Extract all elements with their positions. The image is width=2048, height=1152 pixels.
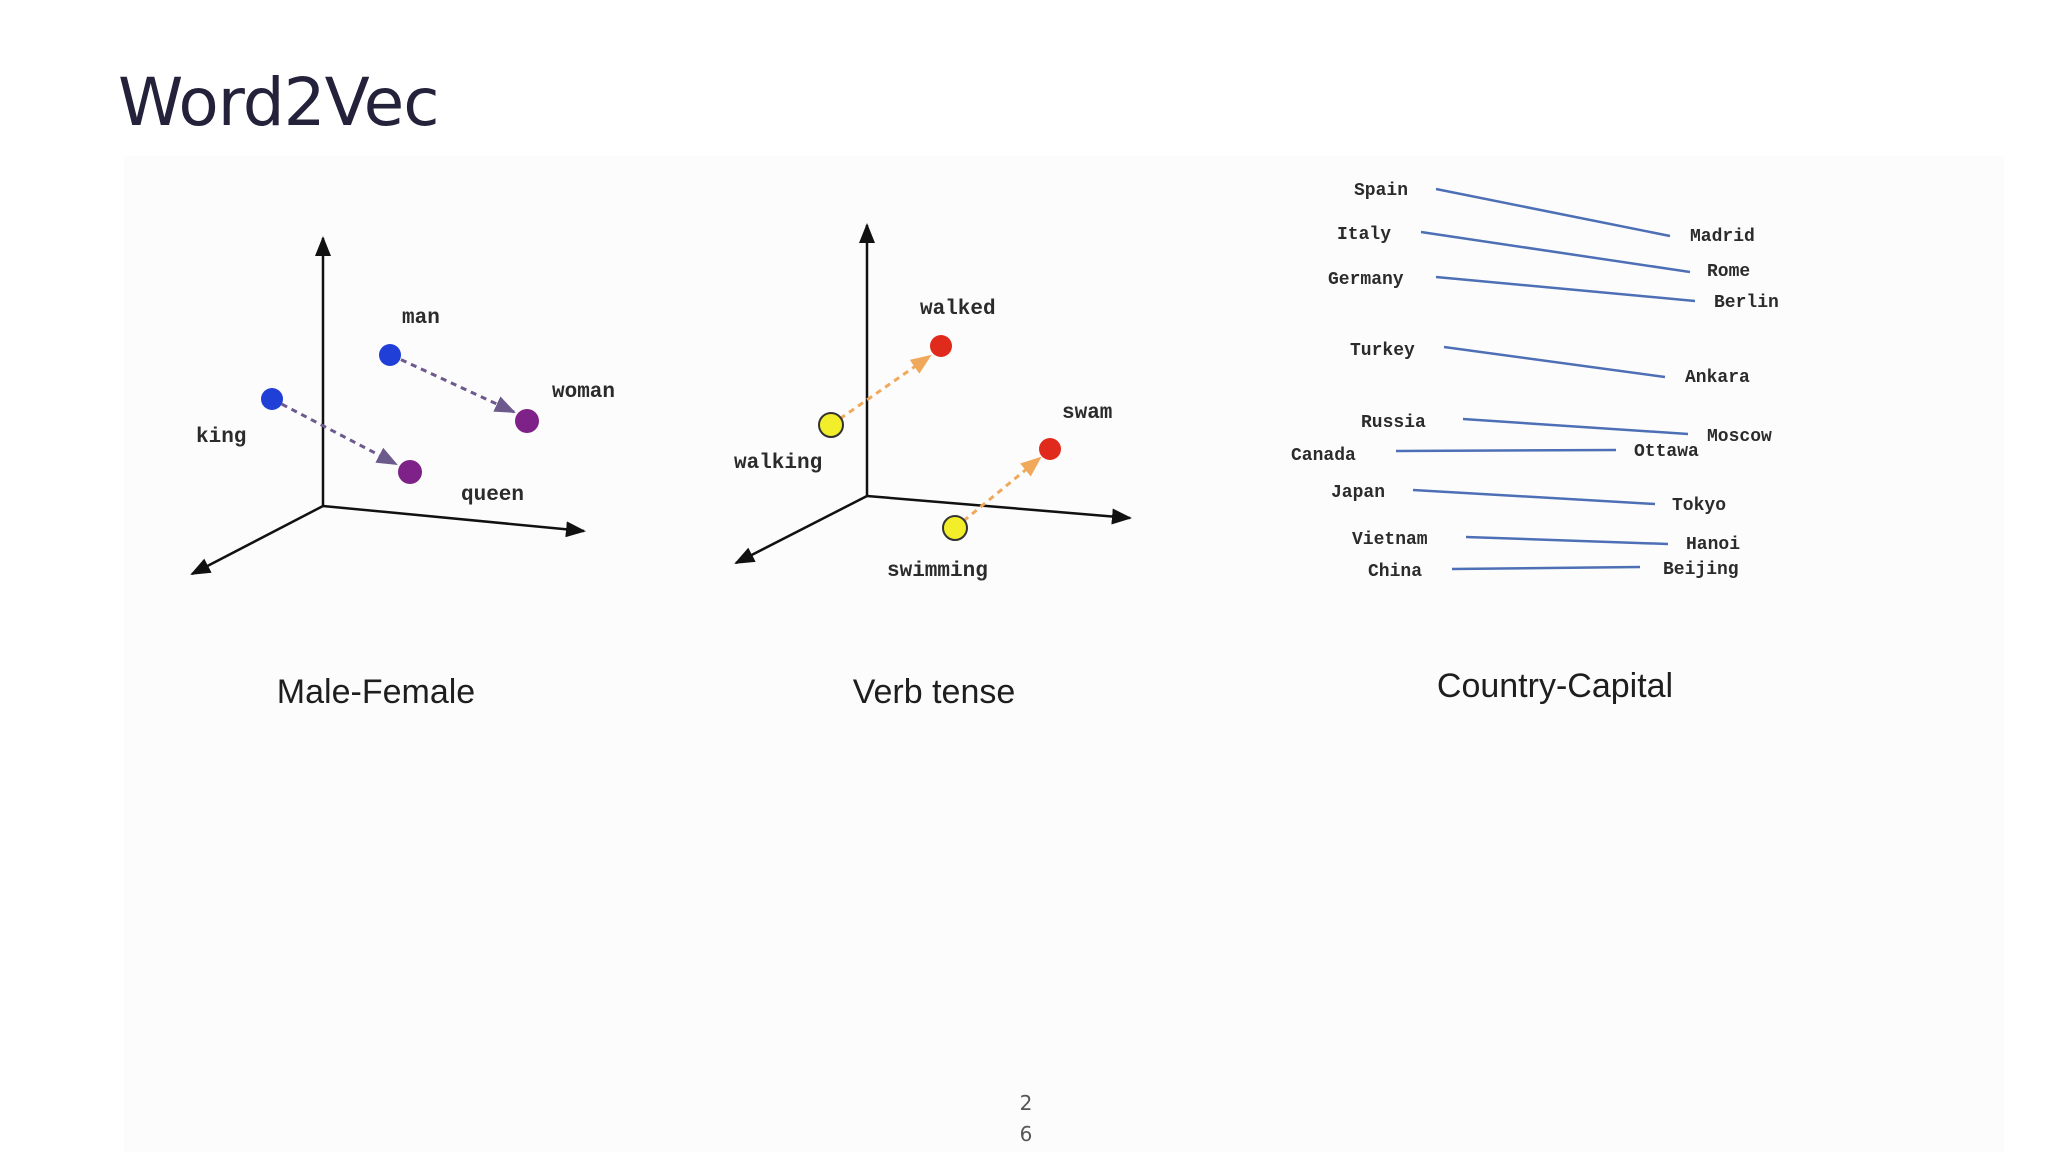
canada-ottawa-line [1395, 448, 1617, 453]
country-capital-lines [1395, 187, 1696, 571]
capital-label: Ankara [1685, 368, 1750, 388]
queen-label: queen [461, 484, 524, 507]
spain-madrid-line [1435, 187, 1671, 238]
japan-tokyo-line [1412, 488, 1656, 506]
china-beijing-line [1451, 565, 1641, 571]
woman-label: woman [552, 381, 615, 404]
country-capital-caption: Country-Capital [1437, 667, 1673, 705]
walking-label: walking [734, 452, 822, 475]
country-label: Turkey [1350, 341, 1415, 361]
mf-axes [190, 236, 586, 576]
swimming-swam-arrow [954, 456, 1042, 530]
page-number: 2 6 [1016, 1088, 1036, 1150]
page-number-line1: 2 [1019, 1091, 1033, 1115]
capital-label: Tokyo [1672, 496, 1726, 516]
king-queen-arrow [271, 397, 398, 466]
page-number-line2: 6 [1019, 1122, 1033, 1146]
male-female-caption: Male-Female [277, 673, 475, 711]
swam-point [1039, 438, 1061, 460]
capital-label: Berlin [1714, 293, 1779, 313]
capital-label: Ottawa [1634, 442, 1699, 462]
walking-point [818, 412, 844, 438]
king-point [261, 388, 283, 410]
country-label: Canada [1291, 446, 1356, 466]
country-label: Vietnam [1352, 530, 1428, 550]
capital-label: Beijing [1663, 560, 1739, 580]
king-label: king [196, 426, 246, 449]
man-point [379, 344, 401, 366]
country-label: Spain [1354, 181, 1408, 201]
capital-label: Hanoi [1686, 535, 1740, 555]
walked-label: walked [920, 298, 996, 321]
country-label: Italy [1337, 225, 1391, 245]
slide-title: Word2Vec [118, 64, 440, 141]
capital-labels: Madrid Rome Berlin Ankara Moscow Ottawa … [1634, 227, 1779, 580]
verb-tense-caption: Verb tense [853, 673, 1016, 711]
capital-label: Rome [1707, 262, 1750, 282]
swam-label: swam [1062, 402, 1112, 425]
country-label: Russia [1361, 413, 1426, 433]
capital-label: Madrid [1690, 227, 1755, 247]
capital-label: Moscow [1707, 427, 1772, 447]
country-label: China [1368, 562, 1422, 582]
country-label: Japan [1331, 483, 1385, 503]
male-female-panel: man woman king queen Male-Female [190, 236, 615, 711]
country-capital-panel: Spain Italy Germany Turkey Russia Canada… [1291, 181, 1779, 705]
man-label: man [402, 307, 440, 330]
italy-rome-line [1420, 230, 1691, 274]
figure-panel [124, 156, 2004, 1152]
russia-moscow-line [1462, 417, 1689, 436]
woman-point [515, 409, 539, 433]
turkey-ankara-line [1443, 345, 1666, 379]
swimming-point [942, 515, 968, 541]
swimming-label: swimming [887, 560, 988, 583]
verb-tense-panel: walked swam walking swimming Verb tense [734, 223, 1132, 711]
verb-axes [734, 223, 1132, 565]
germany-berlin-line [1435, 275, 1696, 303]
country-labels: Spain Italy Germany Turkey Russia Canada… [1291, 181, 1428, 582]
walked-point [930, 335, 952, 357]
walking-walked-arrow [830, 354, 932, 427]
vietnam-hanoi-line [1465, 535, 1669, 546]
queen-point [398, 460, 422, 484]
man-woman-arrow [390, 353, 516, 414]
country-label: Germany [1328, 270, 1404, 290]
